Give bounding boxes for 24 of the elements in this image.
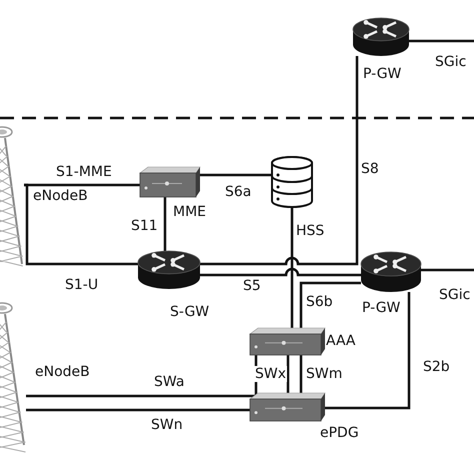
connector-line bbox=[164, 197, 166, 251]
node-label: P-GW bbox=[363, 66, 402, 82]
connector-line bbox=[26, 408, 250, 412]
node-label: S-GW bbox=[170, 304, 210, 320]
edge-label: SWx bbox=[254, 366, 288, 382]
connector-line bbox=[26, 355, 258, 398]
node-label: AAA bbox=[326, 333, 356, 349]
connector-line bbox=[300, 282, 361, 328]
node-label: P-GW bbox=[362, 300, 400, 316]
connector-line bbox=[290, 207, 294, 328]
connector-line bbox=[421, 268, 474, 272]
connector-line bbox=[200, 174, 271, 176]
connector-line bbox=[300, 355, 302, 393]
connector-line bbox=[325, 292, 410, 410]
connector-line bbox=[200, 56, 358, 266]
node-label: ePDG bbox=[320, 425, 359, 441]
node-label: eNodeB bbox=[35, 364, 90, 380]
connector-line bbox=[286, 355, 290, 393]
node-label: MME bbox=[173, 204, 206, 220]
node-label: eNodeB bbox=[33, 188, 88, 204]
connector-line bbox=[24, 184, 138, 266]
connector-line bbox=[200, 268, 361, 276]
node-label: HSS bbox=[296, 223, 324, 239]
connector-line bbox=[409, 40, 474, 42]
